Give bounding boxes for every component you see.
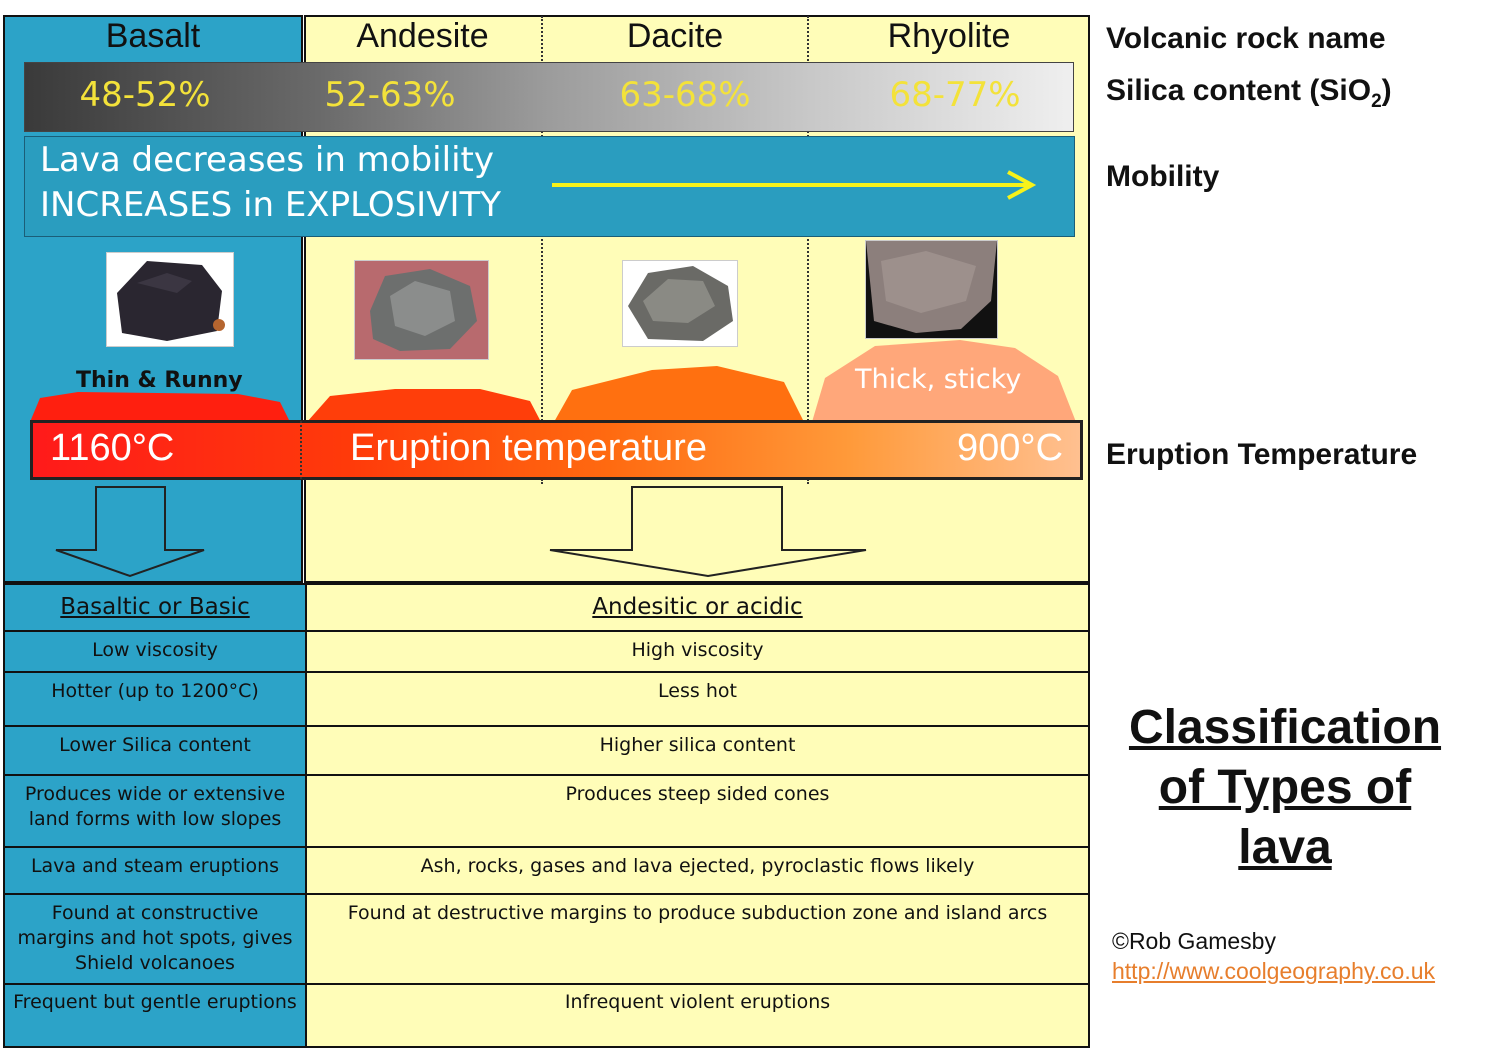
basaltic-cell: Frequent but gentle eruptions [3,983,307,1048]
mobility-line-1: Lava decreases in mobility [40,140,494,180]
silica-content-bar [24,62,1074,132]
table-row: Frequent but gentle eruptions Infrequent… [3,983,1090,1048]
dacite-sample-image [622,260,738,347]
basalt-lava-shape [30,392,290,422]
header-acidic: Andesitic or acidic [305,583,1090,632]
thin-runny-label: Thin & Runny [76,368,243,393]
label-eruption-temperature: Eruption Temperature [1106,438,1418,471]
title-line-3: lava [1238,821,1332,874]
rock-name-basalt: Basalt [105,17,201,55]
temp-bar-separator [300,421,302,479]
credit-link[interactable]: http://www.coolgeography.co.uk [1112,958,1436,984]
title-line-2: of Types of [1158,761,1412,814]
rhyolite-lava-shape [812,340,1076,422]
table-row: Hotter (up to 1200°C) Less hot [3,671,1090,727]
separator-dacite-rhyolite [807,16,809,484]
dacite-lava-shape [554,366,804,422]
basaltic-cell: Lower Silica content [3,725,307,776]
basalt-sample-image [106,252,234,347]
andesite-sample-image [354,260,489,360]
rock-name-dacite: Dacite [626,17,724,55]
silica-basalt: 48-52% [79,75,211,115]
acidic-cell: Ash, rocks, gases and lava ejected, pyro… [305,846,1090,895]
table-row: Found at constructive margins and hot sp… [3,893,1090,985]
silica-andesite: 52-63% [324,75,456,115]
mobility-line-2: INCREASES in EXPLOSIVITY [40,185,502,225]
table-row: Produces wide or extensive land forms wi… [3,774,1090,848]
table-header-row: Basaltic or Basic Andesitic or acidic [3,583,1090,632]
silica-dacite: 63-68% [619,75,751,115]
acidic-down-arrow-icon [549,486,867,578]
acidic-cell: Less hot [305,671,1090,727]
rock-name-andesite: Andesite [356,17,489,55]
credit-author: ©Rob Gamesby [1112,928,1276,954]
andesite-lava-shape [307,389,541,422]
thick-sticky-label: Thick, sticky [855,364,1022,395]
mobility-arrow-icon [552,170,1037,200]
label-mobility: Mobility [1106,160,1220,193]
label-silica-content: Silica content (SiO2) [1106,74,1392,112]
temperature-label: Eruption temperature [350,427,707,469]
basaltic-cell: Produces wide or extensive land forms wi… [3,774,307,848]
title-line-1: Classification [1128,701,1442,754]
rock-name-rhyolite: Rhyolite [887,17,1011,55]
eruption-temperature-bar [30,420,1083,480]
table-row: Lava and steam eruptions Ash, rocks, gas… [3,846,1090,895]
lava-comparison-table: Basaltic or Basic Andesitic or acidic Lo… [3,583,1090,1048]
header-basaltic: Basaltic or Basic [3,583,307,632]
basaltic-cell: Lava and steam eruptions [3,846,307,895]
label-volcanic-rock-name: Volcanic rock name [1106,22,1386,55]
basaltic-cell: Low viscosity [3,630,307,673]
acidic-cell: High viscosity [305,630,1090,673]
table-row: Low viscosity High viscosity [3,630,1090,673]
table-row: Lower Silica content Higher silica conte… [3,725,1090,776]
basaltic-cell: Found at constructive margins and hot sp… [3,893,307,985]
separator-andesite-dacite [541,16,543,484]
acidic-cell: Higher silica content [305,725,1090,776]
temperature-hot: 1160°C [50,427,175,469]
temperature-cool: 900°C [957,427,1064,469]
acidic-cell: Found at destructive margins to produce … [305,893,1090,985]
page-title: Classification of Types of lava [1110,698,1460,878]
rhyolite-sample-image [865,240,998,339]
basaltic-down-arrow-icon [55,486,205,578]
acidic-cell: Produces steep sided cones [305,774,1090,848]
acidic-cell: Infrequent violent eruptions [305,983,1090,1048]
silica-rhyolite: 68-77% [889,75,1021,115]
basaltic-cell: Hotter (up to 1200°C) [3,671,307,727]
